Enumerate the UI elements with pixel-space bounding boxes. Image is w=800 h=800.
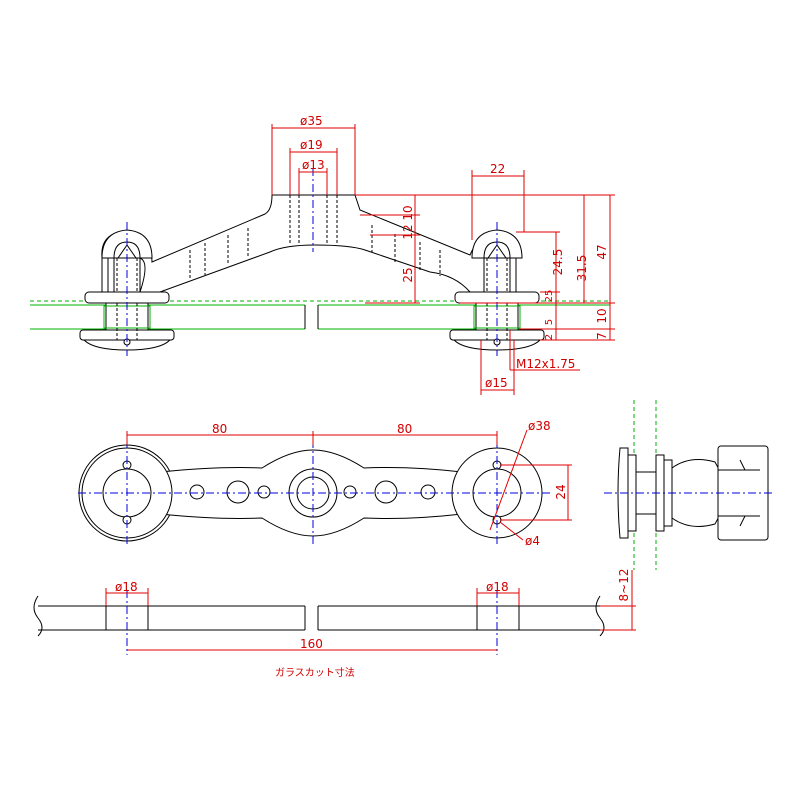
- dim-dia4: ø4: [525, 534, 540, 548]
- elevation-view: ø35 ø19 ø13 22 10 12 25 24.5 31.5 47 25 …: [30, 114, 615, 395]
- glass-dimensions: [105, 570, 636, 651]
- dim-2: 2: [544, 334, 555, 340]
- dim-5: 5: [544, 319, 555, 325]
- dim-80-left: 80: [212, 422, 227, 436]
- dim-31-5: 31.5: [575, 255, 589, 282]
- dim-47: 47: [595, 244, 609, 259]
- dim-hole-right: ø18: [486, 580, 509, 594]
- dim-25-arm: 25: [401, 267, 415, 282]
- dim-80-right: 80: [397, 422, 412, 436]
- dim-12: 12: [401, 224, 415, 239]
- elevation-dimensions: [271, 124, 615, 395]
- arm-section-lines: [189, 195, 441, 280]
- dim-hole-left: ø18: [115, 580, 138, 594]
- dim-dia19: ø19: [300, 138, 323, 152]
- plan-dimensions: [126, 429, 572, 541]
- dim-span-160: 160: [300, 637, 323, 651]
- spider-arm-outline: [101, 194, 517, 293]
- plan-view: 80 80 ø38 24 ø4: [78, 419, 572, 548]
- dim-10-top: 10: [401, 205, 415, 220]
- dim-22: 22: [490, 162, 505, 176]
- dim-10-glass: 10: [595, 308, 609, 323]
- dim-dia38: ø38: [528, 419, 551, 433]
- dim-25-glass: 25: [544, 290, 555, 303]
- dim-thread: M12x1.75: [516, 357, 575, 371]
- dim-thickness: 8~12: [617, 569, 631, 602]
- dim-24-5: 24.5: [551, 249, 565, 276]
- glass-cut-view: ø18 ø18 160 8~12 ガラスカット寸法: [33, 569, 636, 679]
- glass-cut-caption: ガラスカット寸法: [275, 666, 355, 679]
- dim-dia13: ø13: [302, 158, 325, 172]
- dim-24: 24: [554, 484, 568, 499]
- dim-7: 7: [595, 332, 609, 340]
- side-view: [604, 400, 774, 570]
- dim-dia35: ø35: [300, 114, 323, 128]
- dim-dia15: ø15: [485, 376, 508, 390]
